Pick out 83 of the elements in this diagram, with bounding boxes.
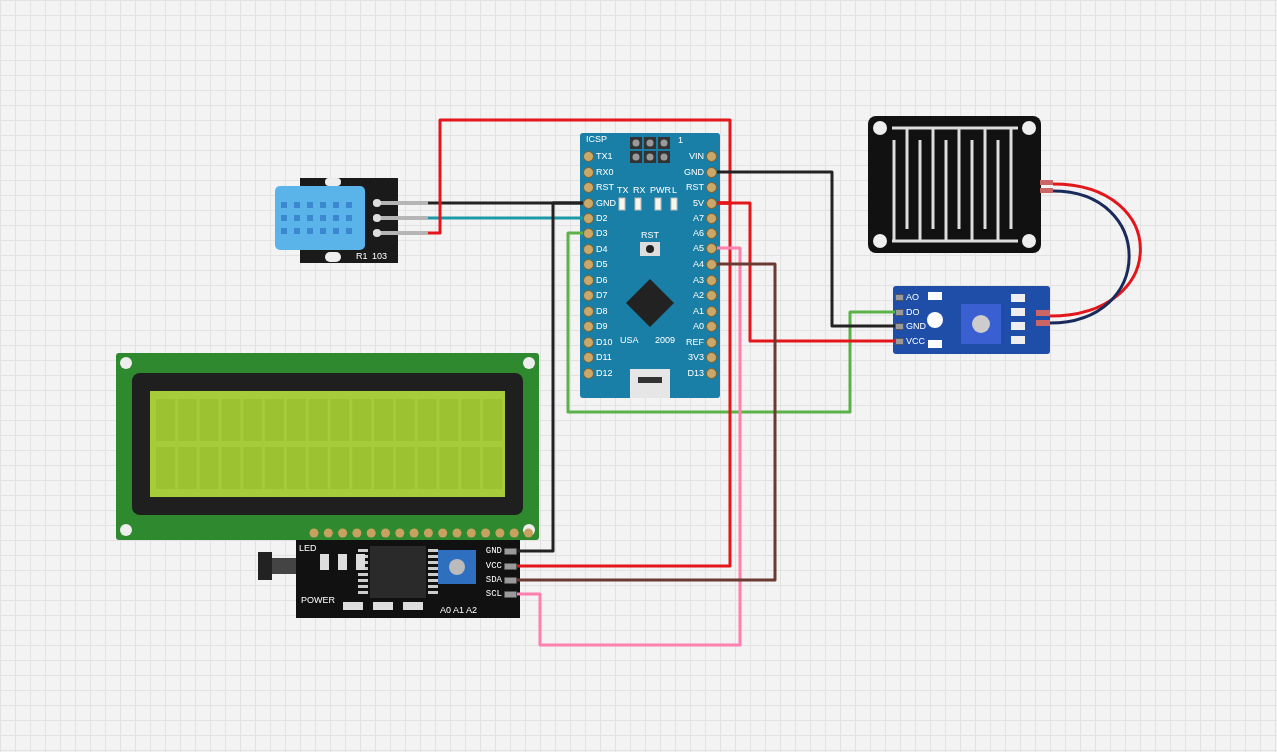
node-label: SDA: [485, 574, 502, 585]
wire: [517, 201, 732, 568]
i2c-adapter-board-drawing: [258, 540, 520, 618]
pin: GND: [684, 166, 717, 178]
node-label: D3: [596, 227, 608, 238]
pin: A7: [693, 212, 717, 224]
pin: A0: [693, 320, 717, 332]
silkscreen-label: R1: [356, 252, 368, 261]
wire: [566, 231, 895, 414]
node-label: GND: [906, 320, 926, 331]
pin: RST: [686, 181, 717, 193]
pin: D10: [583, 336, 613, 348]
silkscreen-label: 1: [678, 136, 683, 145]
wire: [1049, 189, 1131, 325]
wire: [517, 262, 777, 582]
node-label: GND: [684, 166, 704, 177]
temperature-sensor-drawing: [273, 178, 428, 263]
pin: VIN: [689, 150, 717, 162]
wire: [517, 201, 583, 553]
silkscreen-label: USA: [620, 336, 639, 345]
pin: D4: [583, 243, 608, 255]
microcontroller-board: [580, 133, 720, 398]
node-label: VCC: [485, 560, 502, 571]
pin: GND: [485, 545, 517, 557]
silkscreen-label: ICSP: [586, 135, 607, 144]
node-label: DO: [906, 306, 920, 317]
silkscreen-label: 2009: [655, 336, 676, 345]
pin: SDA: [485, 574, 517, 586]
rain-sensor-plate-drawing: [868, 116, 1053, 253]
pin: RST: [583, 181, 614, 193]
pin: D8: [583, 305, 608, 317]
node-label: 5V: [692, 197, 704, 208]
pin: RX0: [583, 166, 614, 178]
pin: A6: [693, 227, 717, 239]
pin: D6: [583, 274, 608, 286]
pin: D13: [687, 367, 717, 379]
node-label: GND: [485, 545, 502, 556]
wire: [517, 246, 742, 647]
pin: AO: [895, 291, 919, 303]
pin: A3: [693, 274, 717, 286]
silkscreen-label: A0: [440, 606, 451, 615]
wire: [717, 170, 895, 328]
node-label: SCL: [485, 588, 502, 599]
pin: REF: [686, 336, 717, 348]
pin: A1: [693, 305, 717, 317]
pin: 3V3: [688, 351, 717, 363]
silkscreen-label: PWR: [650, 186, 671, 195]
node-label: D2: [596, 212, 608, 223]
pin: D9: [583, 320, 608, 332]
pin: A2: [693, 289, 717, 301]
node-label: A5: [692, 242, 704, 253]
pin: VCC: [485, 560, 517, 572]
pin: SCL: [485, 588, 517, 600]
silkscreen-label: L: [672, 186, 677, 195]
node-label: A4: [692, 258, 704, 269]
pin: VCC: [895, 335, 925, 347]
lcd-display-drawing: [116, 353, 539, 540]
pin: A4: [693, 258, 717, 270]
silkscreen-label: RX: [633, 186, 646, 195]
wire: [426, 216, 583, 220]
pin: TX1: [583, 150, 613, 162]
silkscreen-label: RST: [641, 231, 659, 240]
pin: GND: [583, 197, 616, 209]
pin: D11: [583, 351, 612, 363]
pin: D7: [583, 289, 608, 301]
pin: A5: [693, 242, 717, 254]
sensor-module-board: [893, 286, 1050, 354]
pin: D3: [583, 227, 608, 239]
pin: 5V: [693, 197, 717, 209]
pin: D2: [583, 212, 608, 224]
silkscreen-label: A1: [453, 606, 464, 615]
pin: DO: [895, 306, 920, 318]
silkscreen-label: TX: [617, 186, 629, 195]
pin: GND: [895, 320, 926, 332]
node-label: GND: [596, 197, 616, 208]
wire: [428, 118, 732, 235]
silkscreen-label: POWER: [301, 596, 335, 605]
silkscreen-label: A2: [466, 606, 477, 615]
node-label: VCC: [906, 335, 926, 346]
pin: D5: [583, 258, 608, 270]
silkscreen-label: 103: [372, 252, 388, 261]
pin: D12: [583, 367, 613, 379]
wire: [1049, 182, 1142, 318]
